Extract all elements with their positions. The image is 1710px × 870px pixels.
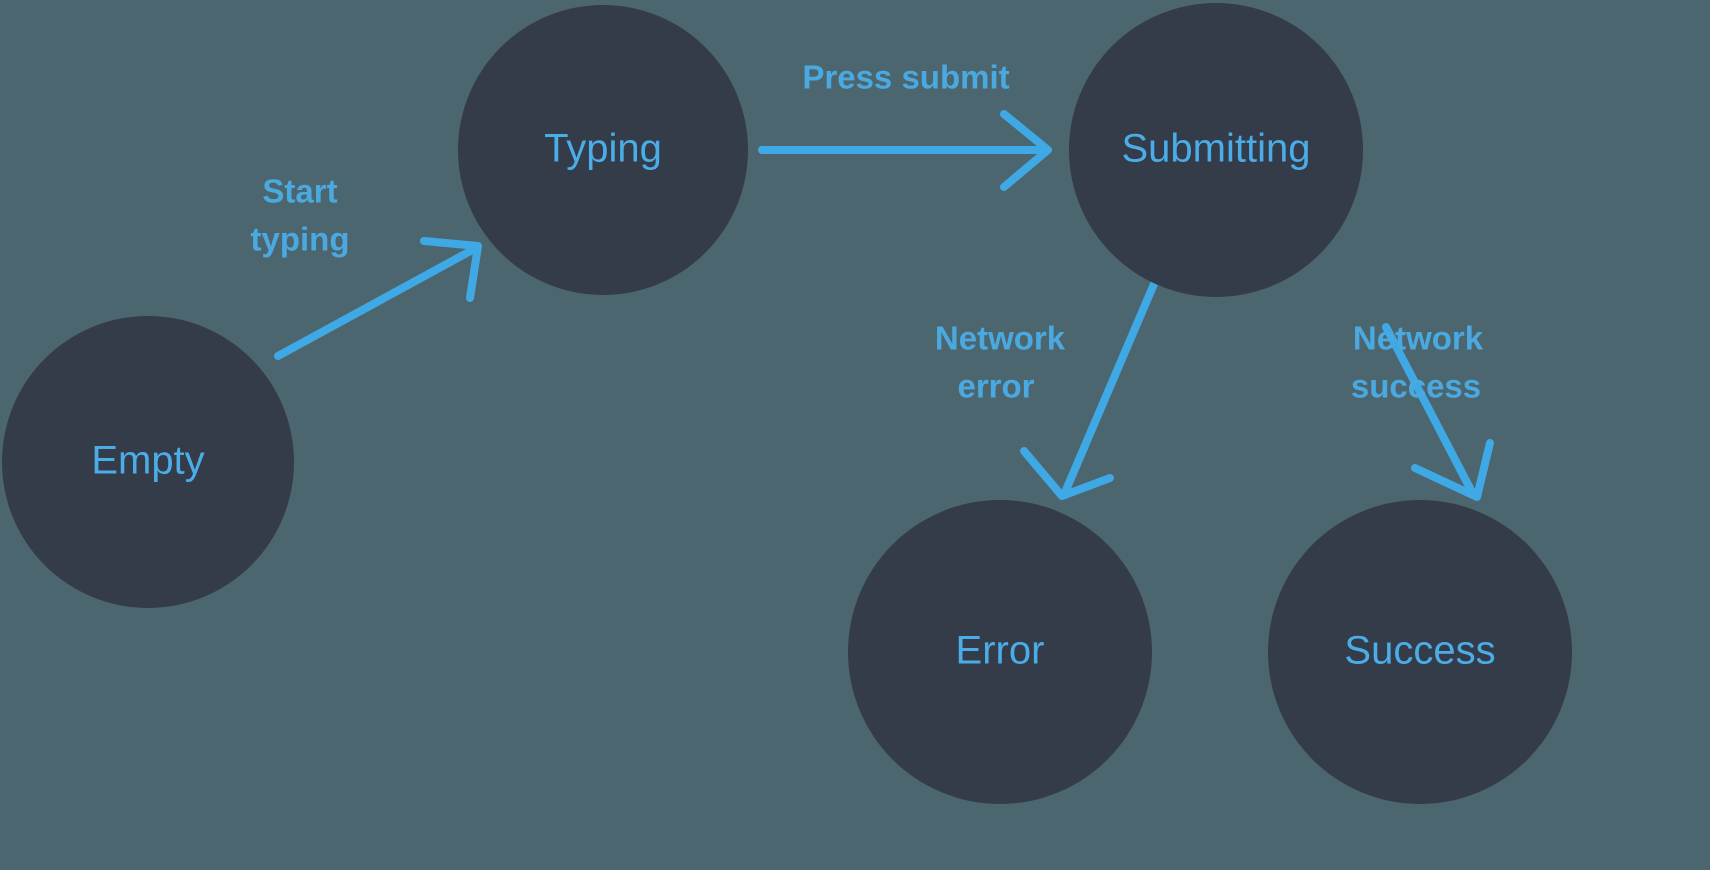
edge-start-typing xyxy=(274,237,482,360)
edge-label-network-success-line1: Network xyxy=(1353,320,1484,357)
edge-label-network-error-line1: Network xyxy=(935,320,1066,357)
edge-press-submit xyxy=(758,110,1052,191)
edge-network-error xyxy=(1020,280,1158,500)
node-submitting-circle[interactable] xyxy=(1069,3,1363,297)
edge-network-error-arrowhead xyxy=(1020,447,1114,500)
node-success-label: Success xyxy=(1344,629,1495,673)
node-empty-circle[interactable] xyxy=(2,316,294,608)
node-empty[interactable]: Empty xyxy=(2,316,294,608)
node-error[interactable]: Error xyxy=(848,500,1152,804)
edge-start-typing-line xyxy=(274,244,480,360)
node-success-circle[interactable] xyxy=(1268,500,1572,804)
node-typing[interactable]: Typing xyxy=(458,5,748,295)
edge-start-typing-arrowhead xyxy=(420,237,482,302)
node-error-label: Error xyxy=(956,629,1045,673)
node-submitting-label: Submitting xyxy=(1122,127,1311,171)
node-typing-circle[interactable] xyxy=(458,5,748,295)
edge-label-press-submit: Press submit xyxy=(802,59,1009,96)
edge-network-success-arrowhead xyxy=(1411,439,1494,501)
edge-press-submit-arrowhead xyxy=(1000,110,1052,191)
node-error-circle[interactable] xyxy=(848,500,1152,804)
node-typing-label: Typing xyxy=(544,127,662,171)
node-submitting[interactable]: Submitting xyxy=(1069,3,1363,297)
edge-label-network-success-line2: success xyxy=(1351,368,1481,405)
edge-label-start-typing-line2: typing xyxy=(251,221,350,258)
edge-label-network-error-line2: error xyxy=(957,368,1034,405)
node-success[interactable]: Success xyxy=(1268,500,1572,804)
edge-network-success-line xyxy=(1382,323,1476,496)
edge-network-error-line xyxy=(1062,280,1158,494)
edge-network-success xyxy=(1382,323,1494,501)
node-empty-label: Empty xyxy=(91,439,204,483)
edge-label-start-typing-line1: Start xyxy=(262,173,337,210)
